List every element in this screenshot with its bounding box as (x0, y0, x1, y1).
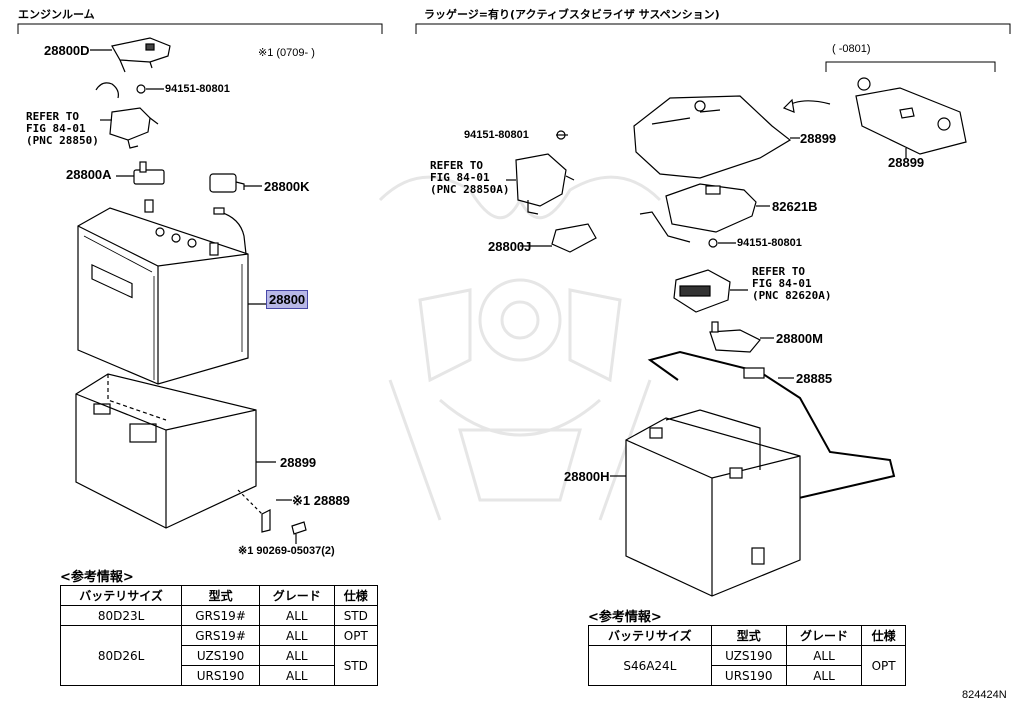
part-label-28800[interactable]: 28800 (266, 290, 309, 309)
part-label-28899-left[interactable]: 28899 (280, 455, 317, 470)
part-label-90269[interactable]: ※1 90269-05037(2) (238, 545, 335, 557)
cell: S46A24L (588, 645, 712, 686)
col-header: グレード (785, 625, 863, 646)
part-label-94151-right-top[interactable]: 94151-80801 (464, 129, 529, 141)
cell: GRS19# (181, 625, 261, 646)
table-header-row: バッテリサイズ 型式 グレード 仕様 (588, 625, 906, 646)
cell: ALL (785, 645, 863, 666)
figure-id: 824424N (962, 689, 1007, 701)
cell: GRS19# (181, 605, 261, 626)
cell: URS190 (710, 665, 787, 686)
col-header: バッテリサイズ (59, 585, 183, 606)
col-header: 仕様 (333, 585, 379, 606)
cell: URS190 (181, 665, 261, 686)
cell: UZS190 (710, 645, 787, 666)
table-row: URS190 ALL (61, 665, 378, 686)
table-row: 80D23L GRS19# ALL STD (59, 605, 379, 626)
part-label-82621b[interactable]: 82621B (772, 199, 818, 214)
cell: OPT (333, 625, 379, 646)
part-label-28899-right-bracket[interactable]: 28899 (888, 155, 925, 170)
right-note: ( -0801) (832, 43, 871, 55)
left-table-title: <参考情報> (60, 570, 134, 585)
table-row: URS190 ALL (589, 665, 906, 686)
part-label-28800a[interactable]: 28800A (66, 167, 112, 182)
part-28800-highlight: 28800 (266, 290, 309, 309)
left-section-title: エンジンルーム (18, 8, 95, 21)
refer-note-28850a[interactable]: REFER TO FIG 84-01 (PNC 28850A) (430, 159, 510, 196)
watermark-emblem (378, 175, 662, 521)
right-section-title: ラッゲージ=有り(アクティブスタビライザ サスペンション) (424, 8, 720, 21)
cell: 80D23L (59, 605, 183, 626)
section-brackets (17, 23, 1011, 72)
right-reference-table: バッテリサイズ 型式 グレード 仕様 S46A24L UZS190 ALL OP… (588, 625, 906, 686)
part-label-28800k[interactable]: 28800K (264, 179, 310, 194)
cell: ALL (259, 665, 335, 686)
part-label-28800j[interactable]: 28800J (488, 239, 532, 254)
col-header: 型式 (181, 585, 261, 606)
cell: UZS190 (181, 645, 261, 666)
part-label-94151-right-lower[interactable]: 94151-80801 (737, 237, 802, 249)
refer-note-28850[interactable]: REFER TO FIG 84-01 (PNC 28850) (26, 110, 99, 147)
table-row: UZS190 ALL STD (61, 645, 379, 686)
cell: 80D26L (59, 625, 183, 686)
col-header: グレード (259, 585, 335, 606)
cell: ALL (259, 645, 335, 666)
part-label-28899-right-cover[interactable]: 28899 (800, 131, 837, 146)
col-header: バッテリサイズ (588, 625, 712, 646)
left-reference-table: バッテリサイズ 型式 グレード 仕様 80D23L GRS19# ALL STD… (59, 585, 379, 686)
cell: ALL (785, 665, 863, 686)
left-note: ※1 (0709- ) (258, 47, 315, 59)
col-header: 仕様 (861, 625, 906, 646)
part-label-94151-left[interactable]: 94151-80801 (165, 83, 230, 95)
cell: STD (333, 605, 379, 626)
col-header: 型式 (710, 625, 787, 646)
cell: OPT (861, 645, 906, 686)
table-header-row: バッテリサイズ 型式 グレード 仕様 (59, 585, 379, 606)
table-row: S46A24L UZS190 ALL OPT (588, 645, 906, 686)
part-label-28800h[interactable]: 28800H (564, 469, 610, 484)
cell: STD (333, 645, 379, 686)
refer-note-82620a[interactable]: REFER TO FIG 84-01 (PNC 82620A) (752, 265, 832, 302)
part-label-28800m[interactable]: 28800M (776, 331, 823, 346)
right-table-title: <参考情報> (588, 610, 662, 625)
part-label-28889[interactable]: ※1 28889 (292, 493, 350, 508)
cell: ALL (259, 625, 335, 646)
part-label-28800d[interactable]: 28800D (44, 43, 90, 58)
part-label-28885[interactable]: 28885 (796, 371, 833, 386)
table-row: 80D26L GRS19# ALL OPT (59, 625, 379, 686)
cell: ALL (259, 605, 335, 626)
